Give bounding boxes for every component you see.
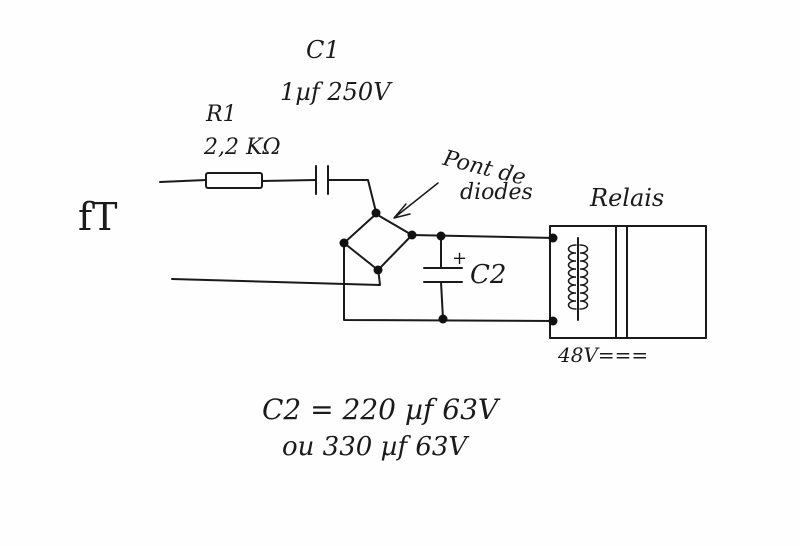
dc-negative-wire — [343, 242, 556, 322]
bridge-pointer-arrow — [393, 182, 439, 219]
resistor-r1 — [205, 172, 263, 189]
bridge-label-line2: diodes — [460, 180, 533, 205]
relay-voltage-label: 48V=== — [558, 343, 649, 367]
ft-label: fT — [78, 195, 118, 239]
r1-label: R1 — [206, 102, 237, 127]
diode-bridge — [343, 213, 413, 271]
relay-body — [549, 225, 707, 339]
c1-value: 1µf 250V — [280, 78, 391, 106]
c2-note-line2: ou 330 µf 63V — [282, 432, 468, 462]
dc-positive-wire — [411, 234, 556, 239]
junction-dot — [548, 233, 558, 243]
junction-dot — [371, 208, 381, 218]
input-wire-top — [159, 179, 377, 213]
junction-dot — [407, 230, 417, 240]
capacitor-c2-leads — [440, 235, 444, 320]
junction-dot — [436, 231, 446, 241]
junction-dot — [438, 314, 448, 324]
relay-coil — [567, 244, 589, 310]
r1-value: 2,2 KΩ — [204, 135, 281, 160]
junction-dot — [373, 265, 383, 275]
junction-dot — [548, 316, 558, 326]
relay-label: Relais — [590, 184, 665, 212]
c2-plus-sign: + — [452, 248, 468, 269]
c2-label: C2 — [470, 260, 507, 290]
input-wire-bottom — [171, 267, 381, 286]
junction-dot — [339, 238, 349, 248]
c2-note-line1: C2 = 220 µf 63V — [262, 393, 499, 426]
c1-label: C1 — [306, 36, 340, 64]
